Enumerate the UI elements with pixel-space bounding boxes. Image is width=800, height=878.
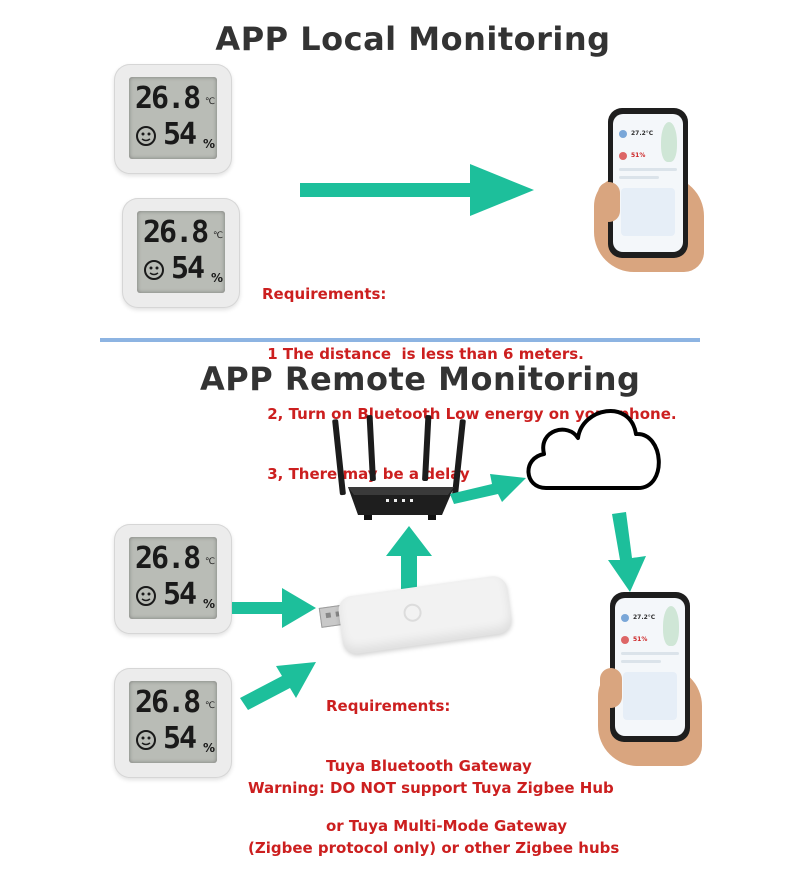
temperature-unit: ℃ <box>205 97 216 107</box>
cloud-icon <box>526 408 661 490</box>
plant-icon <box>661 122 677 162</box>
thermometer-device-icon: 26.8 ℃ 54 % <box>114 524 232 634</box>
chart-card <box>621 188 675 236</box>
app-humidity: 51% <box>631 152 646 159</box>
thumb-icon <box>600 668 622 708</box>
app-screen: 27.2°C 51% <box>615 598 685 736</box>
arrow-icon <box>608 512 646 592</box>
warning-line: Warning: DO NOT support Tuya Zigbee Hub <box>248 779 614 797</box>
humidity-unit: % <box>203 597 216 611</box>
requirement-item: Tuya Bluetooth Gateway <box>326 757 532 775</box>
smartphone-icon: 27.2°C 51% <box>610 592 690 742</box>
section-divider <box>100 338 700 342</box>
app-humidity: 51% <box>633 636 648 643</box>
app-screen: 27.2°C 51% <box>613 114 683 252</box>
arrow-icon <box>450 474 526 504</box>
requirements-heading: Requirements: <box>262 285 387 303</box>
app-temperature: 27.2°C <box>631 130 654 137</box>
thermometer-device-icon: 26.8 ℃ 54 % <box>114 64 232 174</box>
thermometer-device-icon: 26.8 ℃ 54 % <box>122 198 240 308</box>
humidity-reading: 54 <box>163 117 197 152</box>
humidity-icon <box>621 636 629 644</box>
lcd-display: 26.8 ℃ 54 % <box>129 681 217 763</box>
humidity-reading: 54 <box>163 721 197 756</box>
thumb-icon <box>598 182 620 222</box>
chart-card <box>623 672 677 720</box>
humidity-unit: % <box>203 741 216 755</box>
humidity-icon <box>619 152 627 160</box>
gateway-indicator-icon <box>402 602 423 623</box>
remote-monitoring-title: APP Remote Monitoring <box>200 360 641 398</box>
temperature-reading: 26.8 <box>135 541 201 576</box>
temperature-reading: 26.8 <box>143 215 209 250</box>
humidity-unit: % <box>203 137 216 151</box>
divider <box>621 652 679 655</box>
wifi-router-icon <box>332 415 466 520</box>
warning-line: (Zigbee protocol only) or other Zigbee h… <box>248 839 620 857</box>
thermometer-icon <box>621 614 629 622</box>
usb-pin <box>325 612 332 619</box>
thermometer-icon <box>619 130 627 138</box>
app-temperature: 27.2°C <box>633 614 656 621</box>
usb-gateway-icon <box>336 574 514 656</box>
smiley-face-icon <box>136 730 156 750</box>
temperature-unit: ℃ <box>205 701 216 711</box>
arrow-icon <box>232 588 316 628</box>
smiley-face-icon <box>144 260 164 280</box>
smiley-face-icon <box>136 126 156 146</box>
divider <box>619 168 677 171</box>
smartphone-icon: 27.2°C 51% <box>608 108 688 258</box>
arrow-icon <box>386 526 432 606</box>
thermometer-device-icon: 26.8 ℃ 54 % <box>114 668 232 778</box>
plant-icon <box>663 606 679 646</box>
requirement-item: 1 The distance is less than 6 meters. <box>262 345 584 363</box>
lcd-display: 26.8 ℃ 54 % <box>129 537 217 619</box>
arrow-icon <box>240 662 316 710</box>
temperature-unit: ℃ <box>205 557 216 567</box>
zigbee-warning: Warning: DO NOT support Tuya Zigbee Hub … <box>248 738 619 878</box>
temperature-reading: 26.8 <box>135 685 201 720</box>
requirement-item: 2, Turn on Bluetooth Low energy on your … <box>262 405 677 423</box>
lcd-display: 26.8 ℃ 54 % <box>137 211 225 293</box>
requirements-heading: Requirements: <box>326 697 451 715</box>
temperature-unit: ℃ <box>213 231 224 241</box>
lcd-display: 26.8 ℃ 54 % <box>129 77 217 159</box>
divider <box>619 176 659 179</box>
smiley-face-icon <box>136 586 156 606</box>
temperature-reading: 26.8 <box>135 81 201 116</box>
humidity-unit: % <box>211 271 224 285</box>
humidity-reading: 54 <box>163 577 197 612</box>
local-monitoring-title: APP Local Monitoring <box>215 20 611 58</box>
divider <box>621 660 661 663</box>
humidity-reading: 54 <box>171 251 205 286</box>
arrow-icon <box>300 164 534 216</box>
